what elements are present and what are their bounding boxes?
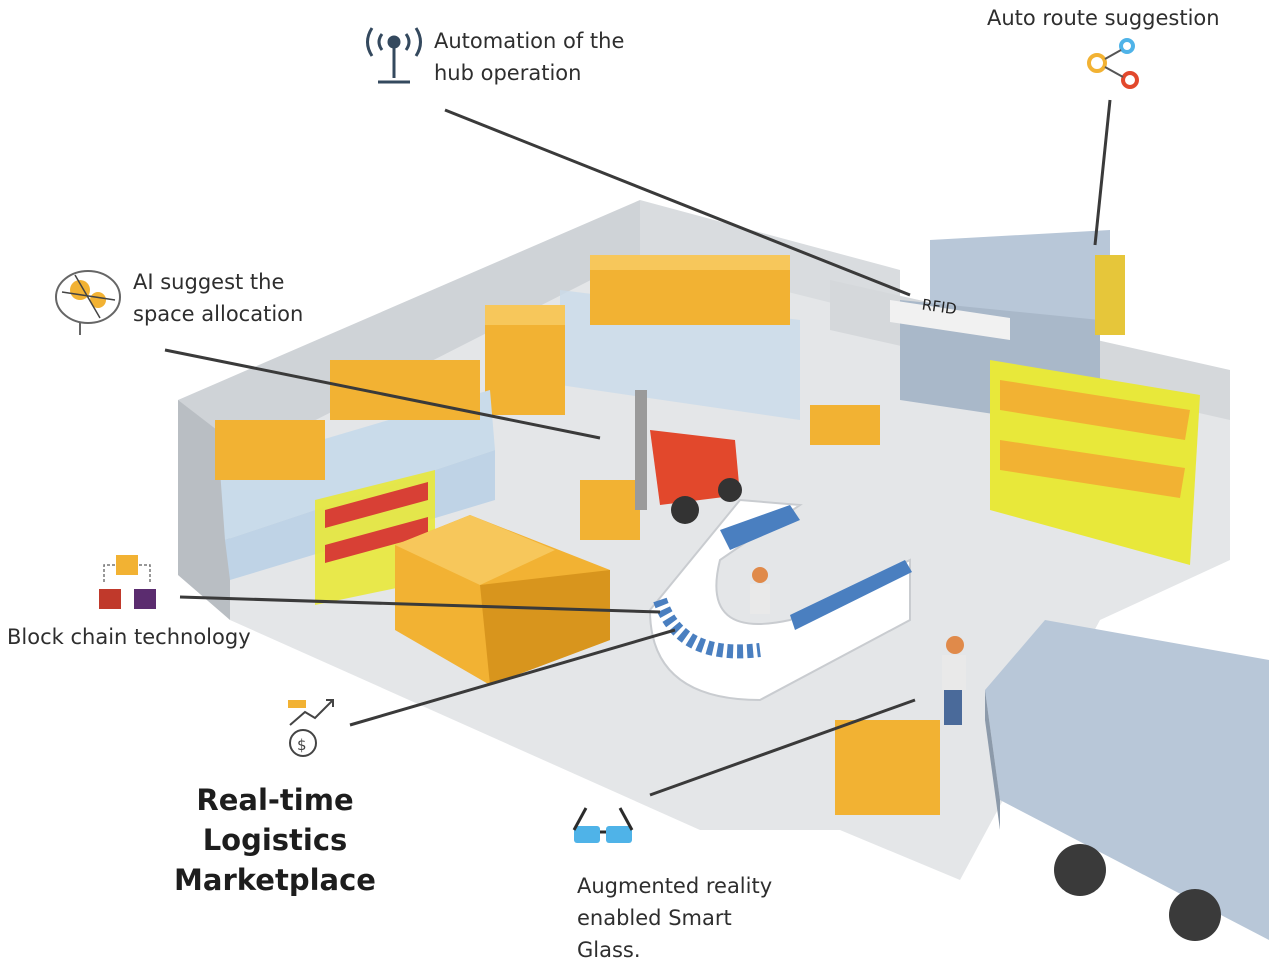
leader-automation [444,108,911,297]
callout-automation-line-1: Automation of the [434,29,625,53]
antenna-icon [366,27,422,84]
leader-marketplace [349,628,676,727]
money-growth-icon: $ [288,699,334,757]
floor-box-2 [835,720,940,815]
callout-automation: Automation of the hub operation [434,25,624,89]
smart-glasses-icon [572,807,634,843]
callout-smart-glass-line-3: Glass. [577,938,641,962]
callout-marketplace-line-1: Real-time [196,783,354,817]
callout-marketplace-line-2: Logistics [202,823,348,857]
callout-blockchain-line-1: Block chain technology [7,625,251,649]
callout-ai-space-line-2: space allocation [133,302,304,326]
callout-ai-space: AI suggest the space allocation [133,266,303,330]
forklift [580,390,742,540]
truck-bottom [985,620,1269,941]
floor-box-1 [810,405,880,445]
callout-smart-glass-line-1: Augmented reality [577,874,773,898]
callout-smart-glass: Augmented reality enabled Smart Glass. [577,870,772,966]
callout-blockchain: Block chain technology [7,621,251,653]
box-stack [395,515,610,685]
blockchain-cubes-icon [99,555,156,609]
callout-auto-route-line-1: Auto route suggestion [987,6,1220,30]
yellow-rack [990,360,1200,565]
ai-brain-icon [55,270,121,335]
leader-smart-glass [649,698,916,797]
callout-marketplace-line-3: Marketplace [174,863,376,897]
callout-smart-glass-line-2: enabled Smart [577,906,732,930]
callout-marketplace: Real-time Logistics Marketplace [165,780,385,900]
route-nodes-icon [1087,38,1139,89]
svg-text:$: $ [297,736,307,754]
leader-ai-space [164,348,601,440]
worker-1 [750,567,770,614]
rfid-label: RFID [921,296,958,319]
leader-blockchain [179,595,661,614]
leader-lines [164,99,1112,797]
worker-2 [942,636,966,725]
leader-auto-route [1093,99,1112,246]
conveyor [648,498,912,702]
callout-automation-line-2: hub operation [434,61,582,85]
callout-ai-space-line-1: AI suggest the [133,270,285,294]
left-wall [178,200,640,490]
back-shelf [485,255,800,420]
callout-auto-route: Auto route suggestion [987,2,1220,34]
